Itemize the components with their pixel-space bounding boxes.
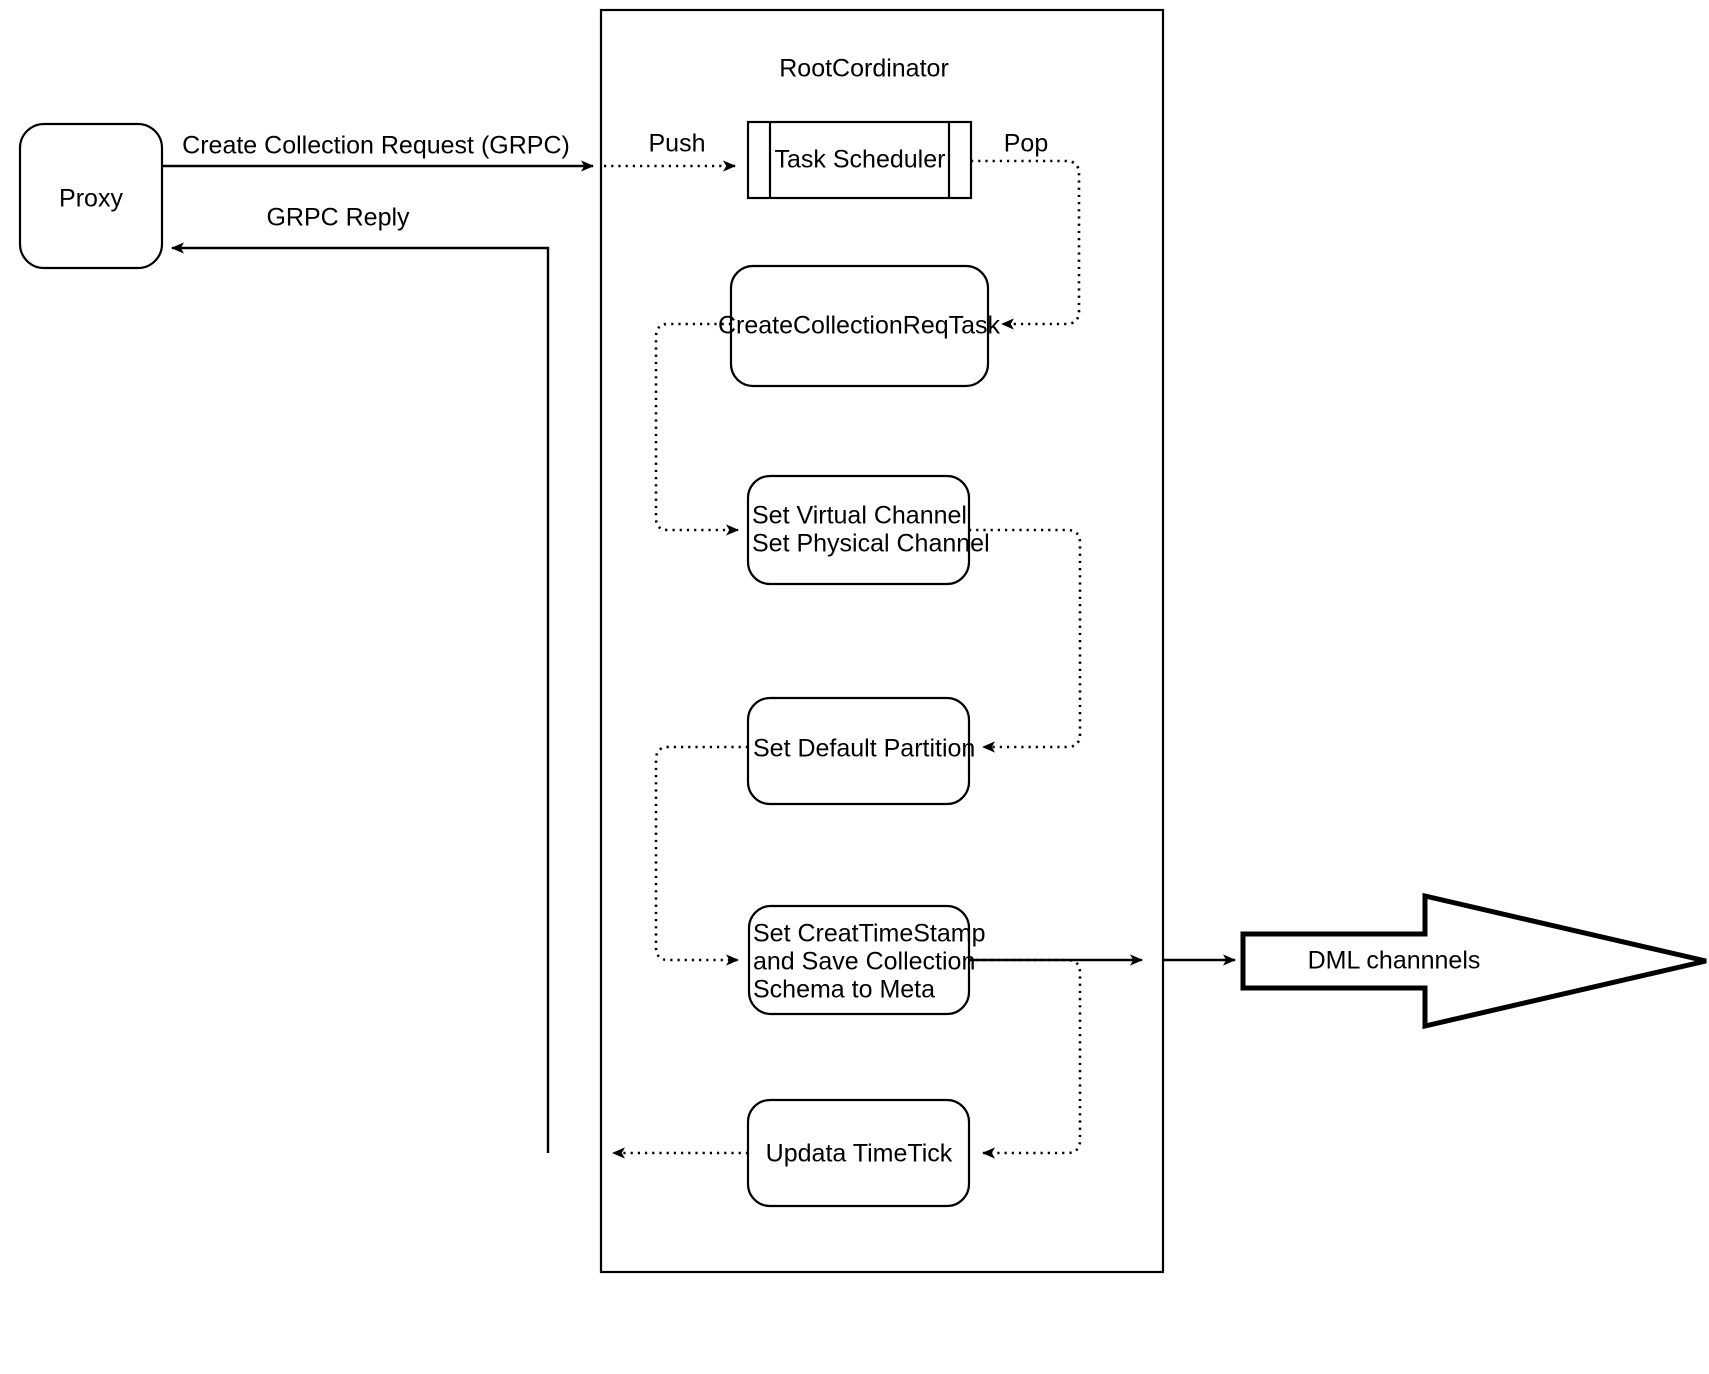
edge-grpc-reply xyxy=(171,242,550,1153)
edge-label-grpc-reply: GRPC Reply xyxy=(266,204,410,232)
edge-timestamp-to-timetick xyxy=(969,958,1082,1159)
set-timestamp-label-line1: Set CreatTimeStamp xyxy=(753,920,985,948)
edge-label-pop: Pop xyxy=(1004,130,1048,158)
proxy-label: Proxy xyxy=(59,185,123,213)
task-scheduler-label: Task Scheduler xyxy=(775,146,946,174)
edge-partition-to-timestamp xyxy=(654,745,748,966)
edge-channels-to-partition xyxy=(969,528,1082,753)
create-collection-req-task-node[interactable] xyxy=(729,264,990,388)
set-default-partition-label: Set Default Partition xyxy=(753,735,975,763)
proxy-node[interactable] xyxy=(18,122,164,270)
create-collection-req-task-label: CreateCollectionReqTask xyxy=(718,312,1001,340)
edge-task-to-channels xyxy=(654,322,739,536)
set-timestamp-label-line2: and Save Collection xyxy=(753,948,975,976)
update-timetick-label: Updata TimeTick xyxy=(766,1140,953,1168)
edge-label-push: Push xyxy=(649,130,706,158)
rootcoordinator-title: RootCordinator xyxy=(779,55,949,83)
edge-label-create-collection-request: Create Collection Request (GRPC) xyxy=(182,132,570,160)
set-channels-label-line2: Set Physical Channel xyxy=(752,530,990,558)
dml-channels-label: DML channnels xyxy=(1308,947,1481,975)
rootcoordinator-container xyxy=(599,8,1165,1274)
set-channels-label-line1: Set Virtual Channel xyxy=(752,502,967,530)
task-scheduler-node[interactable] xyxy=(746,120,973,200)
set-timestamp-label-line3: Schema to Meta xyxy=(753,976,935,1004)
dml-channels-node[interactable] xyxy=(1240,892,1707,1030)
set-default-partition-node[interactable] xyxy=(746,696,971,806)
